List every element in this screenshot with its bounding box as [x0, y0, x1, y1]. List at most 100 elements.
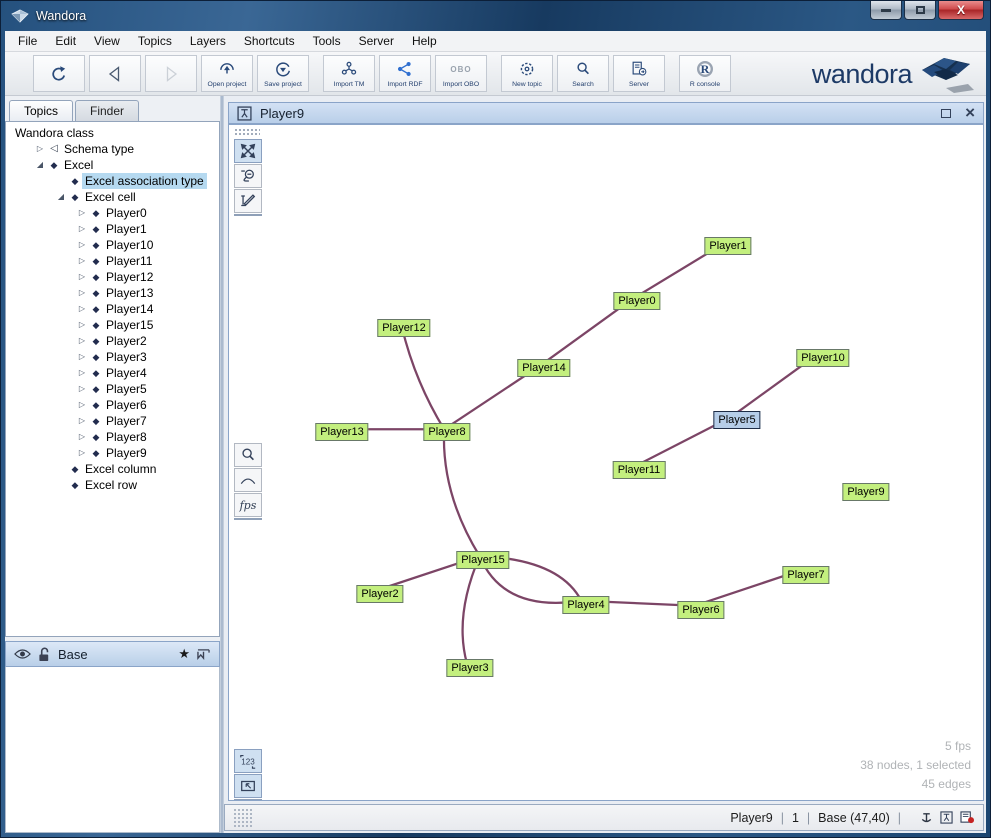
tree-row-player9[interactable]: ▷◆Player9	[6, 445, 219, 461]
tree-row-player6[interactable]: ▷◆Player6	[6, 397, 219, 413]
tree-row-player3[interactable]: ▷◆Player3	[6, 349, 219, 365]
tab-topics[interactable]: Topics	[9, 100, 74, 121]
graph-edge-player6-player7[interactable]	[694, 569, 799, 607]
layer-star-icon[interactable]: ★	[178, 646, 190, 661]
forward-button[interactable]	[145, 55, 197, 92]
graph-node-player7[interactable]: Player7	[782, 566, 830, 584]
tree-expand-toggle-icon[interactable]: ▷	[78, 240, 86, 249]
pointer-box-tool-button[interactable]	[234, 774, 262, 798]
tree-expand-toggle-icon[interactable]: ▷	[36, 144, 44, 153]
tree-expand-toggle-icon[interactable]: ▷	[78, 272, 86, 281]
tree-row-player13[interactable]: ▷◆Player13	[6, 285, 219, 301]
tree-row-player11[interactable]: ▷◆Player11	[6, 253, 219, 269]
statusbar-grip[interactable]	[233, 808, 253, 827]
graph-node-player4[interactable]: Player4	[562, 596, 610, 614]
tree-expand-toggle-icon[interactable]: ▷	[78, 384, 86, 393]
graph-node-player10[interactable]: Player10	[796, 349, 850, 367]
graph-edge-player0-player14[interactable]	[539, 298, 633, 367]
topic-panel-small-icon[interactable]	[940, 811, 953, 824]
minimize-button[interactable]	[870, 1, 902, 20]
graph-node-player6[interactable]: Player6	[677, 601, 725, 619]
menu-topics[interactable]: Topics	[137, 34, 172, 48]
graph-node-player0[interactable]: Player0	[613, 292, 661, 310]
graph-node-player13[interactable]: Player13	[315, 423, 369, 441]
open-project-button[interactable]: Open project	[201, 55, 253, 92]
menu-edit[interactable]: Edit	[55, 34, 77, 48]
refresh-button[interactable]	[33, 55, 85, 92]
layer-bar-base[interactable]: Base ★	[5, 641, 220, 667]
new-topic-button[interactable]: New topic	[501, 55, 553, 92]
tree-row-player1[interactable]: ▷◆Player1	[6, 221, 219, 237]
menu-shortcuts[interactable]: Shortcuts	[243, 34, 295, 48]
tree-expand-toggle-icon[interactable]: ▷	[78, 416, 86, 425]
graph-node-player1[interactable]: Player1	[704, 237, 752, 255]
layer-visibility-eye-icon[interactable]	[14, 648, 31, 660]
tree-collapse-toggle-icon[interactable]: ◢	[36, 160, 44, 169]
tree-row-player0[interactable]: ▷◆Player0	[6, 205, 219, 221]
tree-expand-toggle-icon[interactable]: ▷	[78, 448, 86, 457]
server-button[interactable]: Server	[613, 55, 665, 92]
tree-expand-toggle-icon[interactable]: ▷	[78, 336, 86, 345]
panel-splitter[interactable]	[220, 96, 224, 833]
close-button[interactable]: X	[938, 1, 984, 20]
graph-node-player2[interactable]: Player2	[356, 585, 404, 603]
tree-row-player8[interactable]: ▷◆Player8	[6, 429, 219, 445]
graph-node-player11[interactable]: Player11	[612, 461, 666, 479]
menu-server[interactable]: Server	[358, 34, 394, 48]
server-status-icon[interactable]	[960, 811, 975, 824]
graph-toolbar-handle[interactable]	[234, 128, 260, 137]
anchor-icon[interactable]	[920, 811, 933, 824]
tree-expand-toggle-icon[interactable]: ▷	[78, 320, 86, 329]
tree-expand-toggle-icon[interactable]: ▷	[78, 368, 86, 377]
tree-expand-toggle-icon[interactable]: ▷	[78, 256, 86, 265]
search-button[interactable]: Search	[557, 55, 609, 92]
tree-row-excel-cell[interactable]: ◢◆Excel cell	[6, 189, 219, 205]
menu-file[interactable]: File	[18, 34, 38, 48]
panel-close-button[interactable]: ×	[965, 104, 975, 121]
tree-row-player10[interactable]: ▷◆Player10	[6, 237, 219, 253]
graph-node-player9[interactable]: Player9	[842, 483, 890, 501]
fps-tool-button[interactable]: fps	[234, 493, 262, 517]
menu-layers[interactable]: Layers	[189, 34, 226, 48]
tree-row-schema-type[interactable]: ▷◁Schema type	[6, 141, 219, 157]
back-button[interactable]	[89, 55, 141, 92]
graph-node-player5[interactable]: Player5	[713, 411, 761, 429]
tree-row-wandora-class[interactable]: Wandora class	[6, 125, 219, 141]
import-rdf-button[interactable]: Import RDF	[379, 55, 431, 92]
tree-row-player4[interactable]: ▷◆Player4	[6, 365, 219, 381]
zoom-tool-button[interactable]	[234, 443, 262, 467]
layer-menu-icon[interactable]	[196, 648, 211, 660]
curve-tool-button[interactable]	[234, 468, 262, 492]
import-tm-button[interactable]: Import TM	[323, 55, 375, 92]
menu-tools[interactable]: Tools	[312, 34, 341, 48]
tree-row-player5[interactable]: ▷◆Player5	[6, 381, 219, 397]
tree-expand-toggle-icon[interactable]: ▷	[78, 208, 86, 217]
graph-node-player8[interactable]: Player8	[423, 423, 471, 441]
menu-help[interactable]: Help	[411, 34, 437, 48]
tree-row-player2[interactable]: ▷◆Player2	[6, 333, 219, 349]
tree-expand-toggle-icon[interactable]: ▷	[78, 432, 86, 441]
tree-expand-toggle-icon[interactable]: ▷	[78, 288, 86, 297]
numbers-tool-button[interactable]: 123	[234, 749, 262, 773]
save-project-button[interactable]: Save project	[257, 55, 309, 92]
tree-row-player14[interactable]: ▷◆Player14	[6, 301, 219, 317]
tree-expand-toggle-icon[interactable]: ▷	[78, 224, 86, 233]
graph-node-player15[interactable]: Player15	[456, 551, 510, 569]
tree-expand-toggle-icon[interactable]: ▷	[78, 304, 86, 313]
graph-edge-player15-player3[interactable]	[461, 555, 481, 664]
collapse-node-tool-button[interactable]	[234, 164, 262, 188]
tree-row-player12[interactable]: ▷◆Player12	[6, 269, 219, 285]
pan-tool-button[interactable]	[234, 139, 262, 163]
tab-finder[interactable]: Finder	[75, 100, 140, 121]
tree-row-excel-row[interactable]: ◆Excel row	[6, 477, 219, 493]
layer-lock-open-icon[interactable]	[38, 647, 51, 662]
tree-expand-toggle-icon[interactable]: ▷	[78, 400, 86, 409]
edge-draw-tool-button[interactable]	[234, 189, 262, 213]
graph-edge-player8-player15[interactable]	[442, 429, 481, 557]
tree-row-excel-association-type[interactable]: ◆Excel association type	[6, 173, 219, 189]
tree-collapse-toggle-icon[interactable]: ◢	[57, 192, 65, 201]
tree-row-excel-column[interactable]: ◆Excel column	[6, 461, 219, 477]
